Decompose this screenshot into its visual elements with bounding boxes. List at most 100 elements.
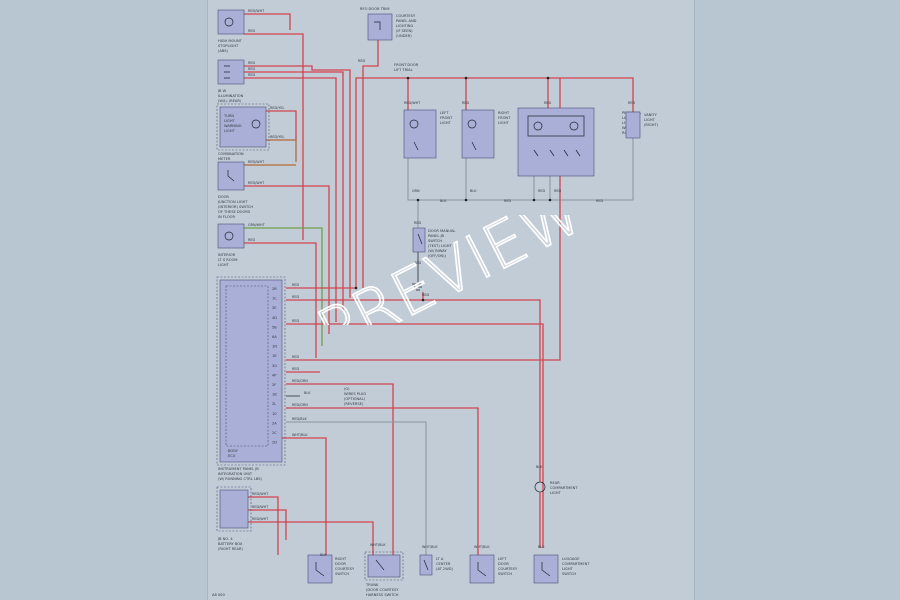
- wire-color-label: RED/WHT: [248, 9, 265, 13]
- wire-ecu-1: [286, 292, 424, 301]
- switch-icon: [374, 21, 381, 30]
- component-box: [625, 111, 641, 139]
- bulb-icon: [569, 121, 579, 131]
- wire-main-feed: [286, 77, 634, 289]
- wire-color-label: RED/YEL: [270, 106, 284, 110]
- wire-color-label: RED: [292, 283, 299, 287]
- wire-courtesy-top: [362, 40, 379, 288]
- wire-door-2: [244, 185, 330, 334]
- label-line: (TEST) LIGHT: [428, 244, 452, 248]
- component-box: [517, 107, 595, 177]
- label-line: CENTER: [436, 562, 451, 566]
- wire-color-label: GRN/WHT: [248, 223, 266, 227]
- high-mount-stoplight: HIGH MOUNT STOPLIGHT (ABS): [217, 9, 245, 53]
- label-line: INTERIOR: [218, 253, 236, 257]
- label-line: JB NO. 4: [217, 537, 233, 541]
- right-door-courtesy-switch: RIGHT DOOR COURTESY SWITCH: [307, 554, 355, 584]
- component-box: [403, 109, 437, 159]
- switch-icon: [541, 562, 551, 577]
- wire-color-label: BLK: [320, 553, 327, 557]
- wire-network: [244, 13, 634, 555]
- wire-color-label: WHT/BLK: [370, 543, 386, 547]
- switch-icon: [471, 141, 477, 151]
- label-line: LIFT TRIAL: [394, 68, 413, 72]
- label-line: STOPLIGHT: [218, 44, 239, 48]
- wire-ecu-right-door: [270, 437, 327, 555]
- label-line: INSTRUMENT PANEL JB: [218, 467, 259, 471]
- label-line: PANEL AND: [396, 19, 417, 23]
- label-line: (IF SEEN): [396, 29, 413, 33]
- label-line: SWITCH: [498, 572, 512, 576]
- component-box: [219, 106, 267, 148]
- wire-ecu-luggage: [286, 323, 544, 548]
- label-line: COMPARTMENT: [550, 486, 578, 490]
- label-line: DOOR: [498, 562, 509, 566]
- wire-high-mount-1: [244, 13, 291, 30]
- label-line: (OPTIONAL): [344, 397, 366, 401]
- label-line: (W/L) (REAR): [218, 99, 242, 103]
- connector-pin-label: 1K: [272, 354, 277, 358]
- switch-icon: [315, 562, 325, 577]
- luggage-compartment-light: REAR COMPARTMENT LIGHT: [534, 470, 578, 548]
- ground-icon: [412, 283, 424, 291]
- wire-color-label: RED: [462, 101, 469, 105]
- connector-pin-label: 4D: [272, 316, 277, 320]
- wire-color-label: RED/GRN: [292, 403, 308, 407]
- label-line: JB W: [217, 89, 227, 93]
- wire-ecu-left-door: [286, 407, 479, 555]
- label-line: COMPARTMENT: [562, 562, 590, 566]
- label-line: (ABS): [218, 49, 229, 53]
- switch-icon: [375, 559, 385, 571]
- switch-icon: [533, 149, 581, 157]
- dashed-outline: [364, 551, 404, 581]
- label-line: LIGHT: [550, 491, 562, 495]
- wire-color-label: RED: [554, 189, 561, 193]
- splice-node: [532, 198, 536, 202]
- label-line: BODY: [228, 449, 239, 453]
- connector-pin-label: 2R: [272, 287, 277, 291]
- wire-color-label: RED: [248, 29, 255, 33]
- wire-color-label: RED: [422, 293, 429, 297]
- wire-color-label: RED/WHT: [252, 492, 269, 496]
- label-line: (REVERSE): [344, 402, 364, 406]
- dashed-outline: [216, 486, 252, 532]
- wire-color-label: RED: [248, 61, 255, 65]
- wire-interior-1: [244, 227, 323, 346]
- splice-node: [421, 298, 425, 302]
- label-line: IN FLOOR: [218, 215, 235, 219]
- splice-node: [354, 286, 358, 290]
- splice-node: [464, 76, 468, 80]
- wire-color-label: RED: [248, 67, 255, 71]
- label-line: LIGHT: [644, 118, 656, 122]
- wire-color-label: RED: [248, 238, 255, 242]
- wire-color-label: BLK: [304, 391, 311, 395]
- wire-battery-1: [248, 496, 279, 555]
- wire-interior-2: [244, 242, 317, 358]
- wire-jbw-2: [244, 71, 344, 310]
- label-line: VANITY: [644, 113, 658, 117]
- label-line: ECU: [228, 454, 236, 458]
- label-line: DOOR MANUAL: [428, 229, 455, 233]
- wire-battery-2: [248, 509, 287, 540]
- label-line: PANEL JB: [428, 234, 445, 238]
- wire-color-label: WHT/BLK: [292, 433, 308, 437]
- integration-unit: BODY ECU INSTRUMENT PANEL JB INTEGRATION…: [216, 276, 286, 481]
- wire-color-label: RED/GRN: [292, 379, 308, 383]
- component-box: [217, 161, 245, 191]
- bulb-icon: [251, 119, 261, 129]
- label-line: ILLUMINATION: [218, 94, 244, 98]
- label-line: COURTESY: [396, 14, 416, 18]
- connector-pin-label: 6A: [272, 335, 277, 339]
- label-line: COMBINATION: [218, 152, 244, 156]
- wire-color-label: RED: [504, 199, 511, 203]
- component-box: [219, 489, 249, 529]
- connector-pin-label: 5B: [272, 325, 277, 329]
- connector-pin-label: 2F: [272, 383, 276, 387]
- inner-outline: [225, 285, 269, 447]
- battery-junction-box: JB NO. 4 BATTERY BOX (RIGHT REAR): [216, 486, 252, 551]
- label-line: LIGHT: [224, 129, 236, 133]
- vanity-light: VANITY LIGHT (RIGHT): [625, 111, 659, 139]
- label-line: LIGHT: [224, 119, 236, 123]
- wire-ground-return: [407, 138, 634, 201]
- center-switch: LT A CENTER (AT 2WD): [419, 554, 454, 576]
